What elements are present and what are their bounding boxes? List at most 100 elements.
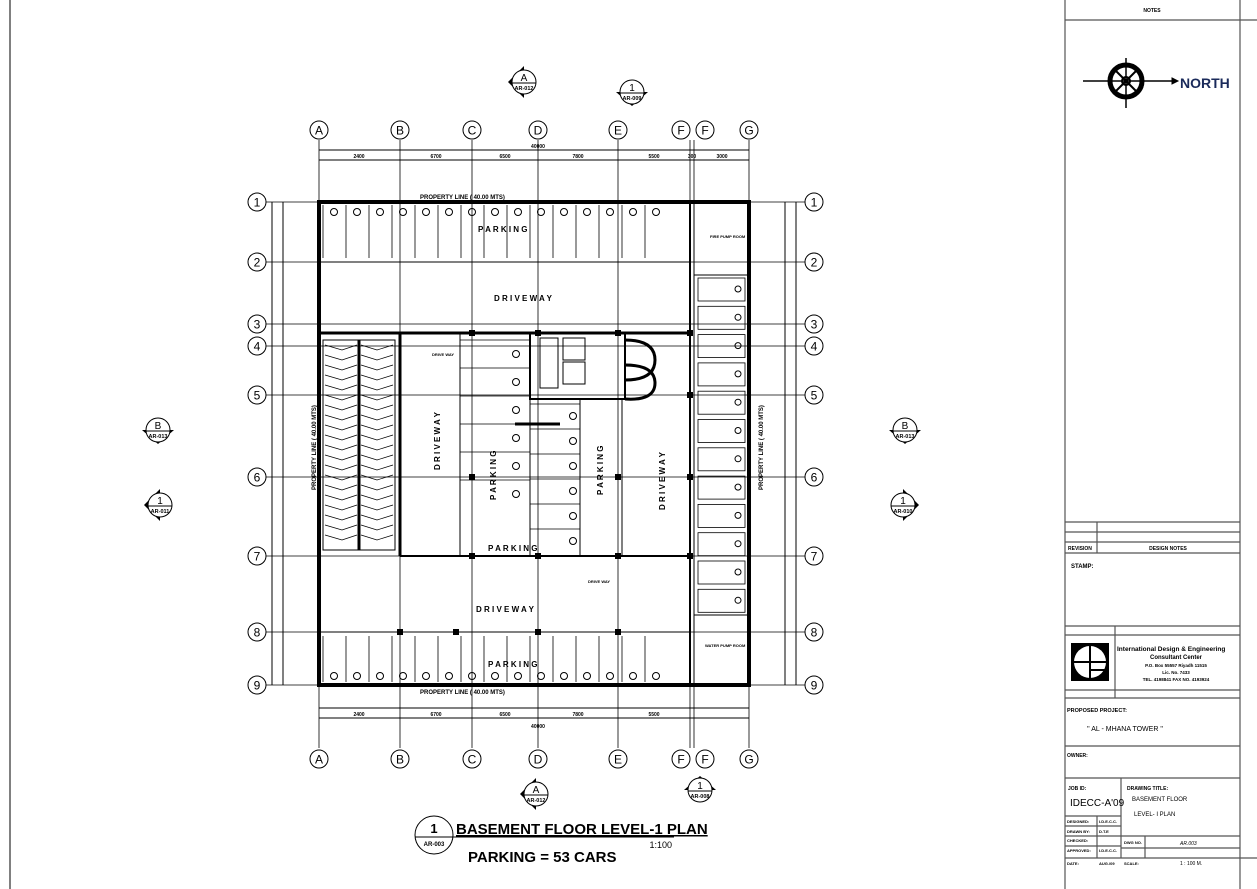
section-bubble (619, 79, 645, 105)
section-id: 1 (157, 496, 163, 507)
stall-marker (399, 672, 407, 680)
parking-stalls (322, 205, 693, 682)
company-name: International Design & Engineering (1117, 646, 1225, 653)
stall-marker (422, 208, 430, 216)
title-text: BASEMENT FLOOR LEVEL-1 PLAN (456, 821, 708, 838)
stall-marker (514, 208, 522, 216)
ramp-chevron (360, 464, 394, 471)
ramp-chevron (324, 534, 358, 541)
stall-marker (514, 672, 522, 680)
grid-label-column: E (614, 753, 622, 767)
grid-bubble-row (804, 622, 824, 642)
structural-column (535, 629, 541, 635)
storage-room (697, 447, 746, 472)
dimension-text: 2400 (353, 154, 364, 160)
room-marker (734, 568, 742, 576)
grid-label-row: 5 (811, 389, 818, 403)
structural-column (535, 330, 541, 336)
room-marker (734, 483, 742, 491)
ramp-chevron (324, 434, 358, 441)
structural-column (615, 474, 621, 480)
dimension-text: 5500 (648, 154, 659, 160)
grid-label-row: 8 (254, 626, 261, 640)
room-marker (734, 370, 742, 378)
grid-label-row: 6 (254, 471, 261, 485)
stall-marker (629, 672, 637, 680)
section-sheet: AR-008 (691, 794, 710, 800)
dimension-texts: 40000 40000 2400 6700 6500 7800 5500 300… (353, 144, 727, 730)
ramp-chevron (324, 354, 358, 361)
drive-way-label-2: DRIVE WAY (588, 579, 610, 584)
structural-column (687, 474, 693, 480)
title-subtitle: PARKING = 53 CARS (468, 849, 617, 866)
parking-label-vertical: P A R K I N G (489, 451, 498, 501)
stall-marker (330, 208, 338, 216)
dimension-text: 6700 (430, 712, 441, 718)
section-marker: BAR-013 (142, 417, 174, 444)
grid-bubble-row (247, 314, 267, 334)
stall-marker (491, 672, 499, 680)
structural-column (615, 330, 621, 336)
ramp-chevron (360, 504, 394, 511)
ramp-chevron (324, 454, 358, 461)
ramp-chevron (360, 414, 394, 421)
north-arrow-icon (1083, 58, 1180, 108)
grid-bubble-column (390, 749, 410, 769)
ramp-chevron (360, 354, 394, 361)
grid-bubble-column (528, 749, 548, 769)
parking-label-bottom: P A R K I N G (488, 660, 538, 669)
storage-room (697, 532, 746, 557)
job-id-label: JOB ID: (1068, 786, 1087, 792)
grid-label-row: 4 (811, 340, 818, 354)
stall-marker (445, 672, 453, 680)
stall-marker (399, 208, 407, 216)
dimension-text: 6500 (499, 712, 510, 718)
revision-label: REVISION (1068, 546, 1092, 552)
room-marker (734, 427, 742, 434)
room-marker (734, 398, 742, 406)
section-sheet: AR-011 (151, 509, 170, 515)
stall-marker (353, 672, 361, 680)
ramp-chevron (324, 444, 358, 451)
company-address: P.O. Box 55557 Riyadh 11515 (1145, 663, 1207, 668)
ramp-chevron (324, 514, 358, 521)
ramp-chevron (324, 364, 358, 371)
stall-marker (512, 462, 520, 470)
grid-bubble-column (608, 749, 628, 769)
dimension-text: 3000 (716, 154, 727, 160)
title-block (1064, 0, 1257, 889)
grid-label-row: 6 (811, 471, 818, 485)
ramp-chevron (360, 404, 394, 411)
property-line-left: PROPERTY LINE ( 40.00 MTS) (312, 405, 318, 490)
grid-label-row: 7 (254, 550, 261, 564)
driveway-label-right: D R I V E W A Y (658, 451, 667, 510)
section-bubble (511, 69, 537, 95)
ramp-hatching (324, 344, 394, 541)
section-marker: 1AR-009 (616, 79, 648, 106)
dimension-text: 5500 (648, 712, 659, 718)
room-marker (734, 342, 742, 350)
grid-bubble-column (528, 120, 548, 140)
ramp-chevron (324, 404, 358, 411)
ramp-chevron (360, 424, 394, 431)
grid-bubble-column (462, 120, 482, 140)
ramp-chevron (324, 414, 358, 421)
structural-column (687, 553, 693, 559)
structural-column (535, 553, 541, 559)
property-line-right: PROPERTY LINE ( 40.00 MTS) (759, 405, 765, 490)
grid-bubble-column (390, 120, 410, 140)
section-id: A (521, 73, 528, 84)
structural-column (469, 330, 475, 336)
ramp-chevron (360, 484, 394, 491)
approved-label: APPROVED: (1067, 848, 1091, 853)
section-bubble (523, 781, 549, 807)
section-bubble (892, 417, 918, 443)
design-notes-label: DESIGN NOTES (1149, 546, 1187, 552)
section-marker: AAR-012 (508, 66, 537, 98)
project-name: " AL - MHANA TOWER " (1087, 726, 1163, 733)
ramp-chevron (360, 474, 394, 481)
stall-marker (512, 434, 520, 442)
ramp-chevron (360, 384, 394, 391)
grid-label-row: 9 (254, 679, 261, 693)
